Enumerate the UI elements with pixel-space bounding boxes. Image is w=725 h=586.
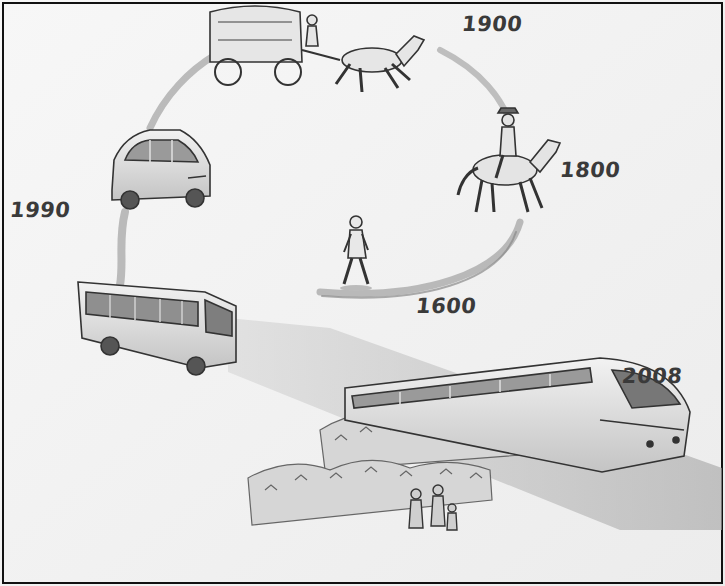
year-label: 1600 [415, 294, 478, 318]
year-label: 1900 [461, 12, 524, 36]
walking-man [340, 216, 372, 291]
frame-border [3, 3, 722, 583]
train [345, 358, 690, 472]
year-label: 1800 [559, 158, 622, 182]
year-label: 1990 [9, 198, 72, 222]
people [409, 485, 457, 530]
road [228, 318, 722, 530]
bus [78, 282, 236, 375]
horse-rider [458, 108, 560, 212]
year-label: 2008 [621, 364, 684, 388]
horse-carriage [210, 6, 424, 92]
car [112, 130, 210, 209]
